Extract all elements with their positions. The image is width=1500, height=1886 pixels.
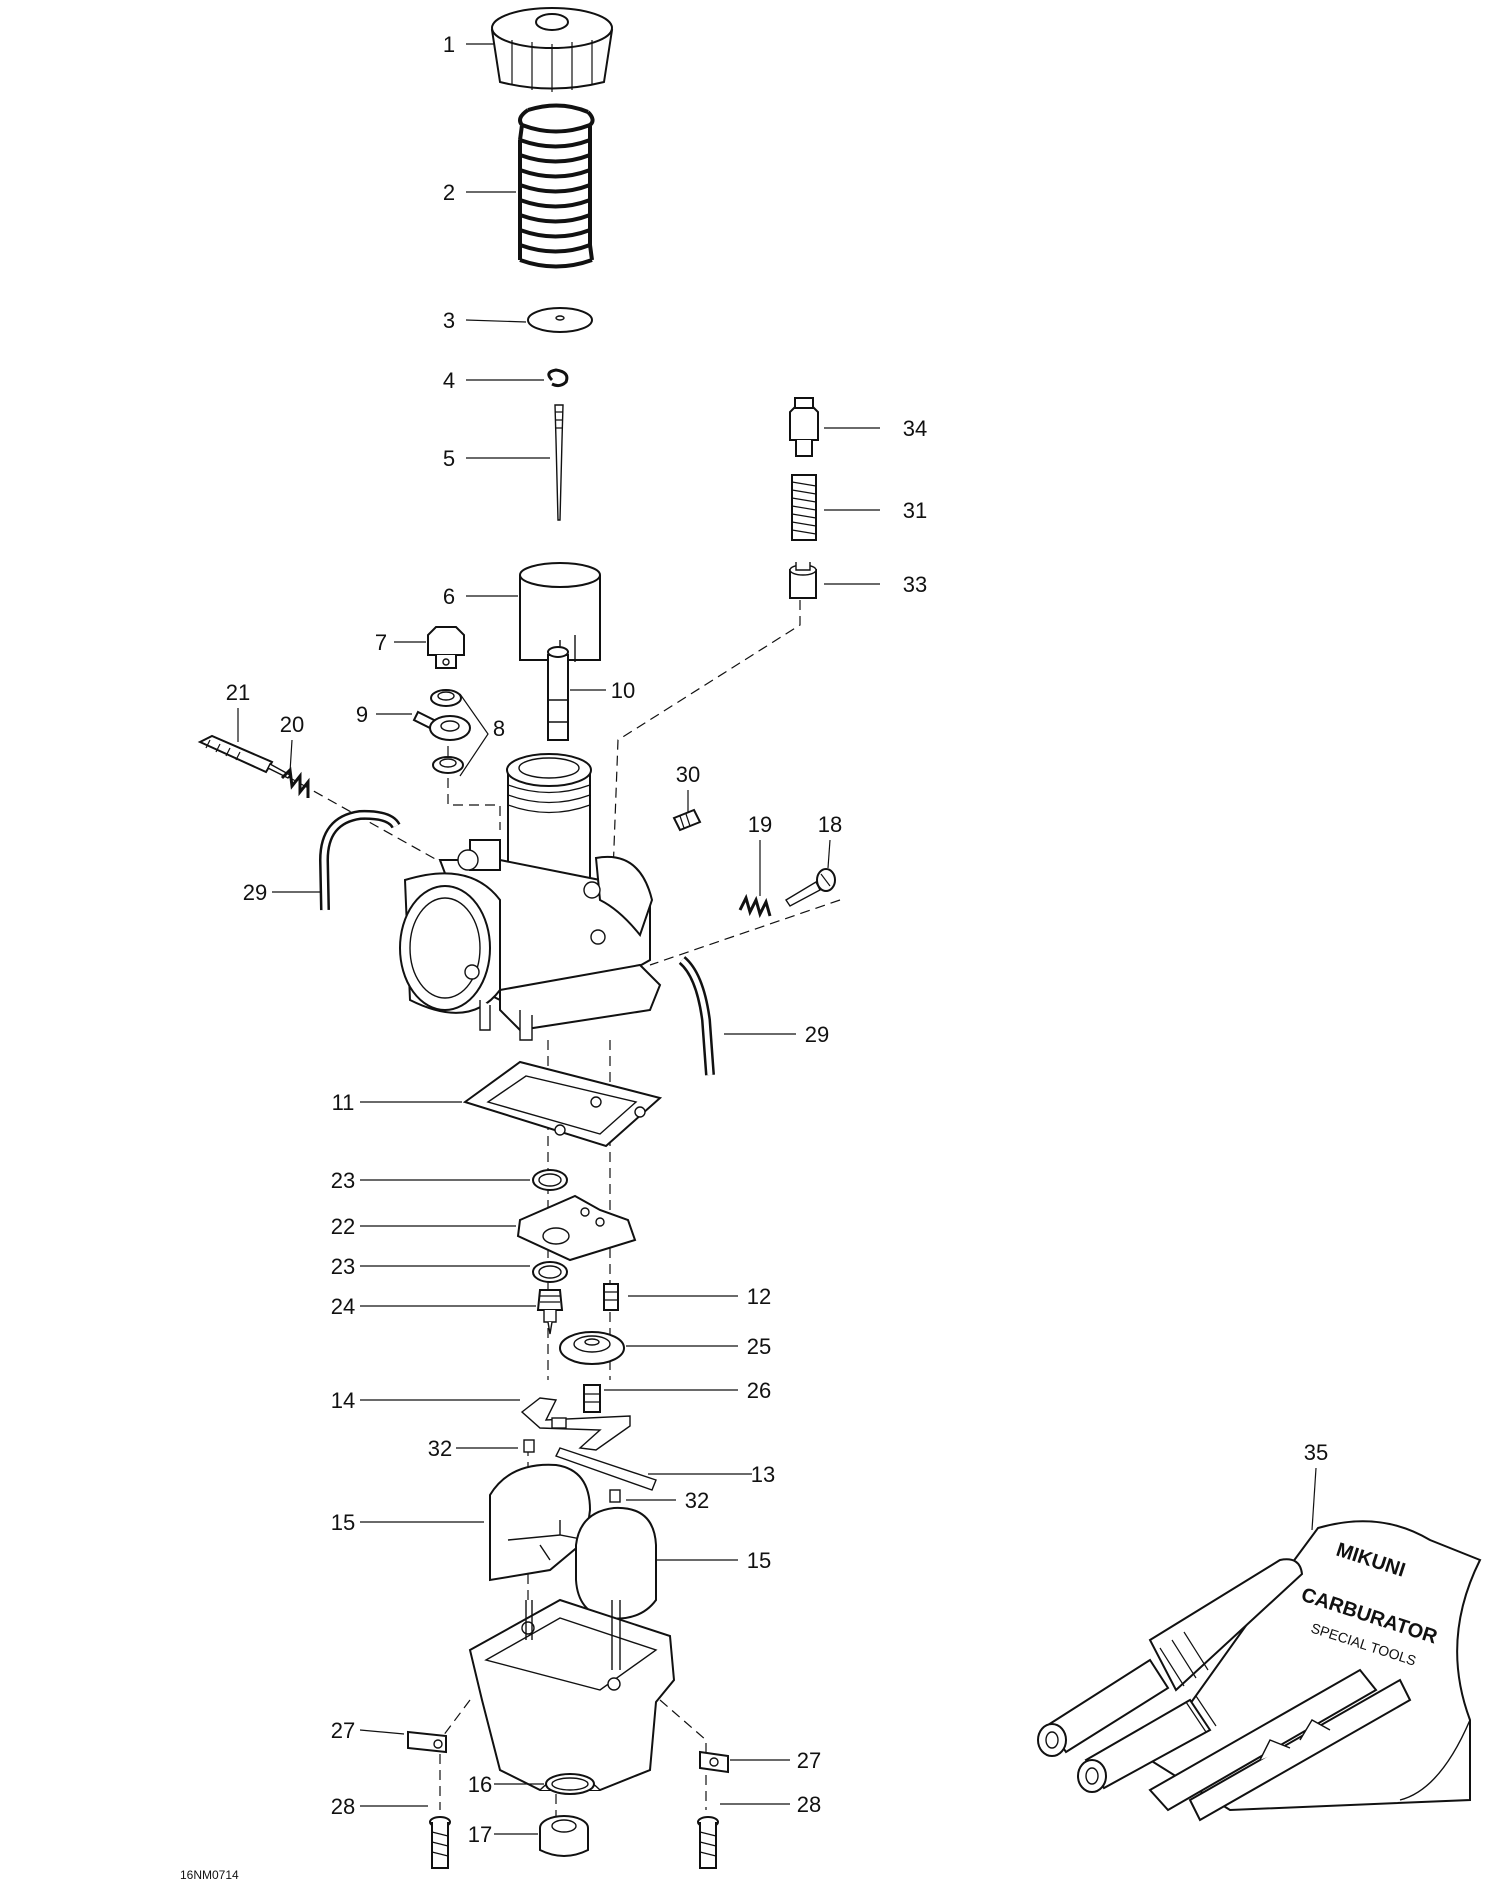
callout-15-left: 15: [331, 1510, 355, 1535]
callout-3: 3: [443, 308, 455, 333]
part-23-oring-upper: [532, 1169, 568, 1191]
carburetor-body: [399, 753, 662, 1041]
part-15-float-right: [575, 1506, 657, 1620]
part-35-tool-kit: MIKUNI CARBURATOR SPECIAL TOOLS: [1037, 1520, 1482, 1822]
part-5-needle: [554, 404, 564, 521]
part-1-cap: [490, 7, 614, 92]
part-18-screw: [785, 868, 836, 907]
callout-33: 33: [903, 572, 927, 597]
callout-30: 30: [676, 762, 700, 787]
part-2-spring: [518, 103, 595, 269]
callout-21: 21: [226, 680, 250, 705]
part-28-screw-left: [429, 1816, 451, 1869]
callout-23-lower: 23: [331, 1254, 355, 1279]
part-32-plug-right: [609, 1489, 621, 1503]
part-6-slide: [519, 562, 601, 662]
callout-14: 14: [331, 1388, 355, 1413]
callout-1: 1: [443, 32, 455, 57]
callout-8: 8: [493, 716, 505, 741]
part-23-oring-lower: [532, 1261, 568, 1283]
callout-20: 20: [280, 712, 304, 737]
callout-35: 35: [1304, 1440, 1328, 1465]
document-id: 16NM0714: [180, 1868, 239, 1882]
callout-28-right: 28: [797, 1792, 821, 1817]
callout-13: 13: [751, 1462, 775, 1487]
callout-9: 9: [356, 702, 368, 727]
part-21-screw: [197, 734, 292, 779]
callout-19: 19: [748, 812, 772, 837]
callout-22: 22: [331, 1214, 355, 1239]
part-29-hose-right: [678, 956, 715, 1076]
part-8-washers: [430, 689, 464, 774]
part-14-float-arm: [520, 1397, 631, 1451]
part-33-nut: [789, 562, 817, 599]
part-27-clip-right: [699, 1750, 729, 1774]
callout-4: 4: [443, 368, 455, 393]
callout-leader-lines: [237, 43, 1317, 1835]
callout-26: 26: [747, 1378, 771, 1403]
part-30-screw: [672, 808, 702, 832]
part-4-clip: [547, 368, 569, 388]
callout-18: 18: [818, 812, 842, 837]
float-bowl: [468, 1598, 676, 1791]
part-26-jet: [583, 1384, 601, 1413]
part-3-plate: [527, 307, 593, 333]
callout-6: 6: [443, 584, 455, 609]
callout-12: 12: [747, 1284, 771, 1309]
callout-2: 2: [443, 180, 455, 205]
callout-28-left: 28: [331, 1794, 355, 1819]
callout-labels: 1 2 3 4 5 6 7 8 9 10 11 12 13 14 15 15 1…: [226, 32, 1328, 1847]
callout-31: 31: [903, 498, 927, 523]
part-22-plate: [516, 1194, 637, 1262]
callout-16: 16: [468, 1772, 492, 1797]
part-24-needle-valve: [536, 1289, 564, 1335]
part-15-float-left: [489, 1463, 592, 1582]
part-12-jet: [603, 1283, 619, 1311]
callout-32-left: 32: [428, 1436, 452, 1461]
part-32-plug-left: [523, 1439, 535, 1453]
callout-15-right: 15: [747, 1548, 771, 1573]
callout-32-right: 32: [685, 1488, 709, 1513]
callout-10: 10: [611, 678, 635, 703]
part-28-screw-right: [697, 1816, 719, 1869]
part-31-spring: [791, 474, 817, 541]
callout-17: 17: [468, 1822, 492, 1847]
callout-27-right: 27: [797, 1748, 821, 1773]
part-16-oring: [545, 1773, 595, 1795]
part-9-fitting: [412, 710, 471, 741]
callout-29-left: 29: [243, 880, 267, 905]
part-34-adjuster: [789, 397, 819, 457]
callout-25: 25: [747, 1334, 771, 1359]
part-17-plug: [539, 1815, 589, 1857]
part-25-washer: [559, 1331, 625, 1365]
callout-27-left: 27: [331, 1718, 355, 1743]
part-20-spring: [280, 766, 310, 798]
callout-7: 7: [375, 630, 387, 655]
part-13-pin: [555, 1447, 657, 1491]
callout-34: 34: [903, 416, 927, 441]
callout-5: 5: [443, 446, 455, 471]
part-19-spring: [738, 893, 772, 919]
part-29-hose-left: [318, 809, 401, 911]
callout-23-upper: 23: [331, 1168, 355, 1193]
part-7-bolt: [427, 626, 465, 669]
callout-11: 11: [332, 1090, 355, 1115]
callout-24: 24: [331, 1294, 355, 1319]
callout-29-right: 29: [805, 1022, 829, 1047]
part-11-gasket: [462, 1060, 663, 1148]
part-10-plunger: [547, 646, 569, 741]
part-27-clip-left: [407, 1730, 447, 1754]
